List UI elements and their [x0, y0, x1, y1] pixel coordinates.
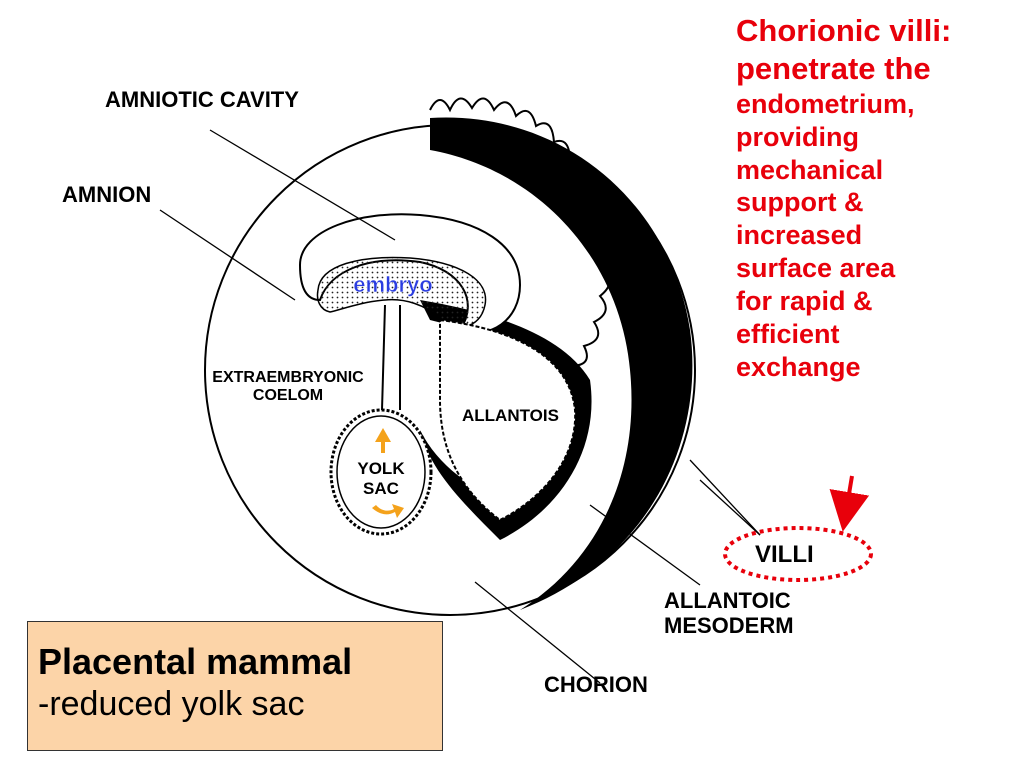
allantoic-line1: ALLANTOIC	[664, 588, 791, 613]
allantoic-mesoderm-label: ALLANTOIC MESODERM	[664, 588, 794, 639]
amnion-label: AMNION	[62, 182, 152, 207]
callout-line3: endometrium,	[736, 88, 915, 119]
allantois-outline	[439, 318, 577, 522]
callout-line10: efficient	[736, 319, 840, 350]
callout-line4: providing	[736, 121, 859, 152]
extraembryonic-line2: COELOM	[252, 387, 324, 405]
red-arrow	[829, 475, 870, 532]
villi-label: VILLI	[755, 541, 814, 568]
callout-line8: surface area	[736, 253, 896, 284]
placental-mammal-box: Placental mammal -reduced yolk sac	[27, 621, 443, 751]
leader-lines	[159, 129, 761, 684]
callout-line1: Chorionic villi:	[736, 13, 952, 48]
allantois-label: ALLANTOIS	[462, 406, 559, 425]
extraembryonic-line1: EXTRAEMBRYONIC	[212, 369, 364, 386]
villi-highlight	[723, 526, 873, 582]
yolk-stalk	[381, 304, 401, 411]
allantoic-line2: MESODERM	[664, 613, 794, 639]
callout-line6: support &	[736, 187, 864, 218]
yolk-sac-label: YOLK SAC	[350, 459, 412, 498]
yolk-arrows	[372, 428, 404, 518]
callout-line9: for rapid &	[736, 286, 873, 317]
embryo-label: embryo	[353, 272, 432, 297]
yolk-line1: YOLK	[357, 459, 405, 478]
chorionic-villi-callout: Chorionic villi: penetrate the endometri…	[736, 12, 951, 384]
box-subtitle: -reduced yolk sac	[38, 685, 305, 724]
callout-line5: mechanical	[736, 154, 884, 185]
chorion-label: CHORION	[544, 672, 648, 697]
callout-line2: penetrate the	[736, 50, 931, 86]
callout-line7: increased	[736, 220, 863, 251]
callout-line11: exchange	[736, 352, 861, 383]
chorionic-band	[430, 117, 693, 610]
extraembryonic-label: EXTRAEMBRYONIC COELOM	[198, 369, 378, 406]
yolk-line2: SAC	[363, 478, 399, 498]
amniotic-cavity-label: AMNIOTIC CAVITY	[105, 87, 299, 112]
yolk-sac	[329, 408, 433, 536]
box-title: Placental mammal	[38, 641, 353, 682]
